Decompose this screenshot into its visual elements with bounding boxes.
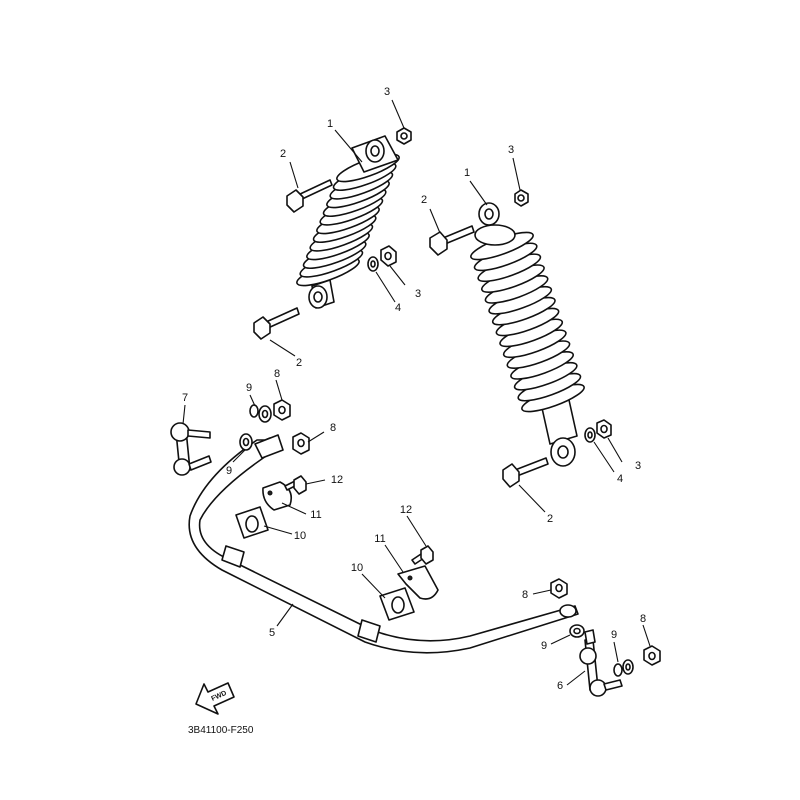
nut-8-lower-left [292, 432, 310, 455]
bolt-12-left [284, 475, 307, 495]
callout-12: 12 [331, 474, 343, 486]
callout-2: 2 [296, 357, 302, 369]
washer-9-right-lower [613, 659, 634, 677]
diagram-code: 3B41100-F250 [188, 725, 254, 736]
shock-absorber-right [470, 202, 585, 467]
stabilizer-bar-5 [188, 434, 579, 654]
callout-1: 1 [464, 167, 470, 179]
callout-3: 3 [415, 288, 421, 300]
callout-10: 10 [294, 530, 306, 542]
callout-10: 10 [351, 562, 363, 574]
callout-2: 2 [421, 194, 427, 206]
callout-1: 1 [327, 118, 333, 130]
nut-3-top-left [396, 127, 412, 145]
link-rod-7 [170, 422, 212, 476]
callout-8: 8 [330, 422, 336, 434]
bolt-2-upper-right [429, 225, 475, 256]
bolt-12-right [411, 545, 434, 565]
callout-2: 2 [280, 148, 286, 160]
callout-9: 9 [246, 382, 252, 394]
bushing-10-left [235, 506, 269, 539]
callout-9: 9 [541, 640, 547, 652]
fwd-arrow-icon: FWD [195, 682, 235, 715]
washer-4-right [584, 427, 596, 443]
washer-9-upper-left [249, 404, 259, 418]
washer-4-left [367, 256, 379, 272]
callout-11: 11 [310, 509, 321, 521]
nut-3-top-right [514, 189, 529, 207]
washer-9-right-upper [569, 624, 585, 638]
callout-11: 11 [374, 533, 385, 545]
callout-5: 5 [269, 627, 275, 639]
bolt-2-lower-left [253, 307, 300, 340]
nut-8-right-lower [643, 645, 661, 666]
callout-3: 3 [508, 144, 514, 156]
washer-9-lower-left [239, 433, 253, 451]
callout-7: 7 [182, 392, 188, 404]
callout-8: 8 [640, 613, 646, 625]
callout-9: 9 [226, 465, 232, 477]
callout-3: 3 [635, 460, 641, 472]
nut-3-mid-left [380, 245, 397, 267]
callout-numbers: 1 2 3 2 3 4 1 2 3 2 3 4 7 9 8 8 9 12 11 … [182, 86, 646, 692]
callout-3: 3 [384, 86, 390, 98]
callout-4: 4 [395, 302, 401, 314]
washer-9-upper-left-b [258, 405, 272, 423]
bracket-11-left [262, 481, 293, 511]
nut-8-right-upper [550, 578, 568, 599]
callout-6: 6 [557, 680, 563, 692]
bracket-11-right [397, 565, 439, 600]
leader-lines [182, 99, 651, 686]
callout-2: 2 [547, 513, 553, 525]
nut-3-mid-right [596, 419, 612, 439]
callout-8: 8 [274, 368, 280, 380]
callout-12: 12 [400, 504, 412, 516]
nut-8-upper-left [273, 399, 291, 421]
callout-8: 8 [522, 589, 528, 601]
link-rod-6 [579, 629, 623, 697]
bolt-2-lower-right [502, 457, 549, 488]
callout-9: 9 [611, 629, 617, 641]
bushing-10-right [379, 587, 415, 621]
bolt-2-upper-left [286, 179, 333, 213]
shock-absorber-left [296, 135, 400, 309]
callout-4: 4 [617, 473, 623, 485]
